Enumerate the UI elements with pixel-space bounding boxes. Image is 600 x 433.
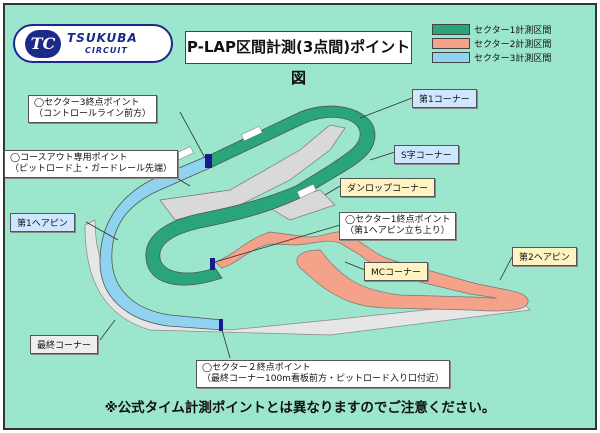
callout-line: ◯コースアウト専用ポイント bbox=[10, 153, 128, 163]
sector-3-end-marker bbox=[205, 154, 212, 168]
logo-mark: TC bbox=[25, 30, 61, 58]
callout-sector-2-end: ◯セクター２終点ポイント （最終コーナー100m看板前方・ピットロード入り口付近… bbox=[196, 360, 450, 388]
legend-label: セクター1計測区間 bbox=[474, 25, 552, 36]
sector-2-track bbox=[214, 231, 529, 312]
callout-line: ◯セクター２終点ポイント bbox=[202, 363, 311, 373]
corner-tag-1st-hairpin: 第1ヘアピン bbox=[10, 213, 75, 232]
callout-course-out-point: ◯コースアウト専用ポイント （ピットロード上・ガードレール先端） bbox=[4, 150, 179, 178]
callout-line: （最終コーナー100m看板前方・ピットロード入り口付近） bbox=[202, 374, 444, 384]
corner-tag-2nd-hairpin: 第2ヘアピン bbox=[512, 247, 577, 266]
legend-item-sector-2: セクター2計測区間 bbox=[432, 36, 551, 50]
sector-2-end-marker bbox=[219, 319, 223, 331]
sector-1-end-marker bbox=[210, 258, 215, 270]
notice-footer: ※公式タイム計測ポイントとは異なりますのでご注意ください。 bbox=[104, 400, 496, 416]
corner-tag-final-corner: 最終コーナー bbox=[30, 335, 99, 354]
legend-item-sector-3: セクター3計測区間 bbox=[432, 50, 551, 64]
leader-lines bbox=[85, 97, 513, 359]
legend-label: セクター2計測区間 bbox=[474, 39, 552, 50]
callout-line: ◯セクター3終点ポイント bbox=[34, 98, 140, 108]
legend-swatch-sector-2 bbox=[432, 37, 470, 49]
legend-label: セクター3計測区間 bbox=[474, 53, 552, 64]
corner-tag-s-curve: S字コーナー bbox=[394, 145, 459, 164]
sector-1-track bbox=[145, 105, 376, 286]
callout-line: （コントロールライン前方） bbox=[34, 109, 152, 119]
callout-line: （ピットロード上・ガードレール先端） bbox=[10, 164, 173, 174]
corner-tag-1st-corner: 第1コーナー bbox=[412, 89, 477, 108]
callout-line: （第1ヘアピン立ち上り） bbox=[345, 226, 450, 236]
callout-line: ◯セクター1終点ポイント bbox=[345, 215, 451, 225]
legend: セクター1計測区間 セクター2計測区間 セクター3計測区間 bbox=[432, 22, 551, 64]
legend-swatch-sector-1 bbox=[432, 23, 470, 35]
tsukuba-circuit-logo: TC TSUKUBA CIRCUIT bbox=[13, 24, 173, 63]
legend-item-sector-1: セクター1計測区間 bbox=[432, 22, 551, 36]
page-title: P-LAP区間計測(3点間)ポイント図 bbox=[185, 31, 412, 87]
logo-name: TSUKUBA bbox=[67, 31, 138, 45]
logo-subname: CIRCUIT bbox=[85, 46, 128, 55]
corner-tag-dunlop-corner: ダンロップコーナー bbox=[340, 178, 436, 197]
callout-sector-1-end: ◯セクター1終点ポイント （第1ヘアピン立ち上り） bbox=[339, 212, 457, 240]
corner-tag-mc-corner: MCコーナー bbox=[364, 262, 429, 281]
legend-swatch-sector-3 bbox=[432, 51, 470, 63]
callout-sector-3-end: ◯セクター3終点ポイント （コントロールライン前方） bbox=[28, 95, 158, 123]
